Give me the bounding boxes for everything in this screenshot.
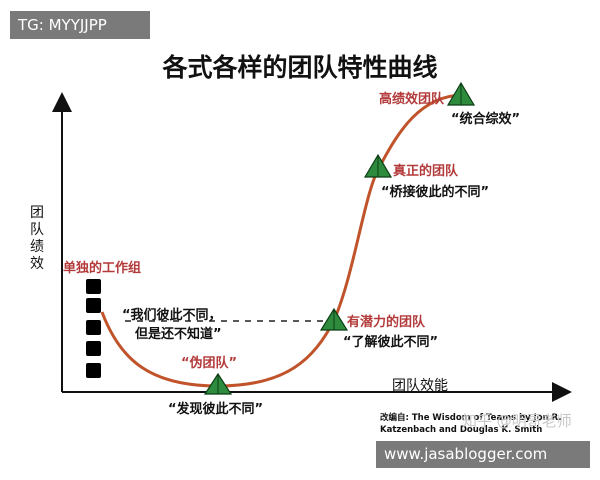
top-watermark-tag: TG: MYYJJPP [10, 11, 150, 39]
stage-label-working-group: 单独的工作组 [63, 261, 142, 276]
working-group-squares [86, 279, 101, 378]
zhihu-watermark: 知乎 @明哥老师 [462, 412, 572, 430]
group-square [86, 341, 101, 356]
stage-label-real-team: 真正的团队 [393, 164, 459, 179]
x-axis-label: 团队效能 [392, 378, 448, 394]
real-team-quote: “桥接彼此的不同” [381, 185, 490, 200]
working-group-quote-line1: “我们彼此不同， [122, 308, 222, 323]
stage-label-potential-team: 有潜力的团队 [347, 315, 426, 330]
potential-team-quote: “了解彼此不同” [343, 335, 439, 350]
group-square [86, 363, 101, 378]
source-citation: 改编自: The Wisdom of Teams by Jon R. Katze… [380, 412, 562, 436]
real-team-marker [363, 153, 393, 178]
high-performance-team-marker [446, 81, 476, 106]
source-line-1: 改编自: The Wisdom of Teams by Jon R. [380, 413, 562, 423]
diagram-title: 各式各样的团队特性曲线 [162, 53, 438, 82]
group-square [86, 320, 101, 335]
y-axis-label: 团队绩效 [30, 205, 44, 272]
footer-watermark-tag: www.jasablogger.com [376, 441, 590, 468]
group-square [86, 279, 101, 294]
group-square [86, 298, 101, 313]
working-group-quote-line2: 但是还不知道” [135, 327, 222, 342]
stage-label-pseudo-team: “伪团队” [181, 356, 238, 371]
source-line-2: Katzenbach and Douglas K. Smith [380, 425, 543, 435]
pseudo-team-quote: “发现彼此不同” [168, 402, 264, 417]
pseudo-team-marker [203, 372, 233, 395]
high-performance-team-quote: “统合综效” [451, 112, 521, 127]
stage-label-high-performance-team: 高绩效团队 [379, 92, 445, 107]
potential-team-marker [319, 307, 349, 331]
